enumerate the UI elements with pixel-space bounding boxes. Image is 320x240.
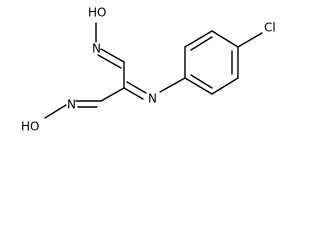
ring-inner-bond-1	[190, 36, 213, 51]
bond-n-c-top-double	[97, 54, 122, 69]
oxime-nitrogen-top-label: N	[92, 42, 101, 56]
ring-inner-bond-3	[190, 74, 213, 89]
hydroxyl-bottom-label: HO	[21, 120, 39, 134]
ring-bond-3	[211, 30, 239, 48]
bond-central-imine-double	[126, 81, 147, 94]
bond-central-c-bottom	[100, 87, 125, 102]
ring-bond-5	[211, 77, 239, 95]
bond-layer	[44, 22, 263, 119]
bond-aryl-chlorine	[237, 32, 263, 48]
bond-imine-aryl	[159, 77, 186, 93]
hydroxyl-top-label: HO	[88, 6, 106, 20]
ring-bond-2	[184, 30, 213, 48]
atom-label-layer: HO N N Cl HO N	[21, 6, 276, 134]
imine-nitrogen-label: N	[148, 92, 157, 106]
chlorine-label: Cl	[264, 21, 276, 35]
bond-central-imine	[123, 87, 144, 100]
ring-bond-6	[184, 77, 213, 95]
oxime-nitrogen-bottom-label: N	[67, 98, 76, 112]
chemical-structure-diagram: HO N N Cl HO N	[21, 6, 276, 134]
bond-n-c-top	[100, 48, 125, 63]
bond-n-o-bottom	[44, 104, 67, 119]
